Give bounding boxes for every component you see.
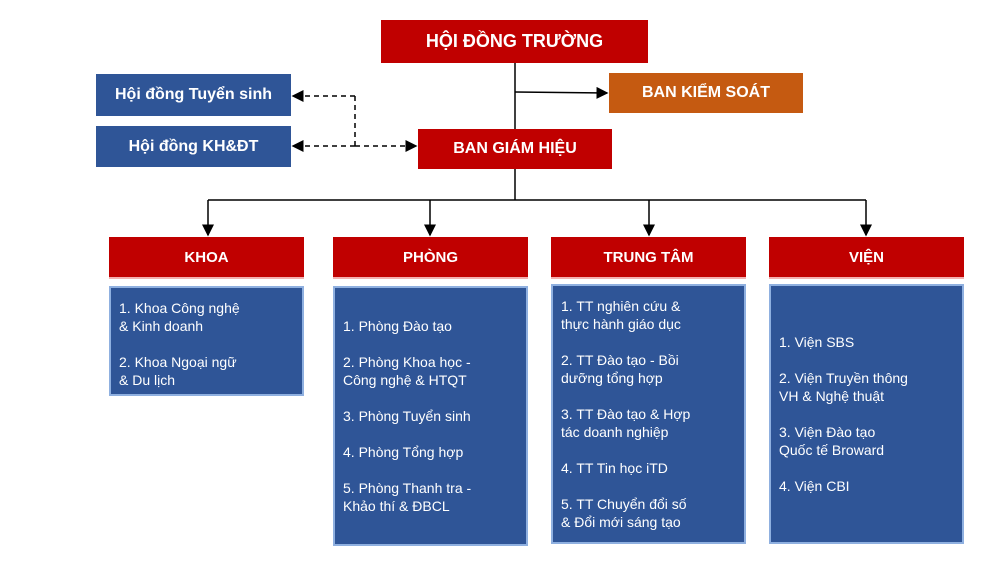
center-list: 1. TT nghiên cứu & thực hành giáo dục 2.… [551,284,746,544]
list-item: 3. TT Đào tạo & Hợp tác doanh nghiệp [561,406,691,440]
center-header: TRUNG TÂM [551,237,746,279]
list-item: 2. Phòng Khoa học - Công nghệ & HTQT [343,354,471,388]
list-item: 3. Phòng Tuyển sinh [343,408,471,424]
list-item: 2. Khoa Ngoại ngữ & Du lịch [119,354,237,388]
list-item: 5. TT Chuyển đổi số & Đổi mới sáng tạo [561,496,687,530]
control-board-box: BAN KIỂM SOÁT [609,73,803,113]
list-item: 4. TT Tin học iTD [561,460,668,476]
rectorate-box: BAN GIÁM HIỆU [418,129,612,169]
school-council-box: HỘI ĐỒNG TRƯỜNG [381,20,648,63]
list-item: 2. TT Đào tạo - Bồi dưỡng tổng hợp [561,352,679,386]
list-item: 1. Viện SBS [779,334,855,350]
list-item: 5. Phòng Thanh tra - Khảo thí & ĐBCL [343,480,472,514]
list-item: 1. Khoa Công nghệ & Kinh doanh [119,300,240,334]
institute-header: VIỆN [769,237,964,279]
list-item: 3. Viện Đào tạo Quốc tế Broward [779,424,885,458]
list-item: 1. Phòng Đào tạo [343,318,452,334]
faculty-list: 1. Khoa Công nghệ & Kinh doanh 2. Khoa N… [109,286,304,396]
institute-list: 1. Viện SBS 2. Viện Truyền thông VH & Ng… [769,284,964,544]
list-item: 2. Viện Truyền thông VH & Nghệ thuật [779,370,908,404]
list-item: 1. TT nghiên cứu & thực hành giáo dục [561,298,681,332]
faculty-header: KHOA [109,237,304,279]
list-item: 4. Phòng Tổng hợp [343,444,464,460]
list-item: 4. Viện CBI [779,478,850,494]
science-council-box: Hội đồng KH&ĐT [96,126,291,167]
office-list: 1. Phòng Đào tạo 2. Phòng Khoa học - Côn… [333,286,528,546]
office-header: PHÒNG [333,237,528,279]
admissions-council-box: Hội đồng Tuyển sinh [96,74,291,116]
